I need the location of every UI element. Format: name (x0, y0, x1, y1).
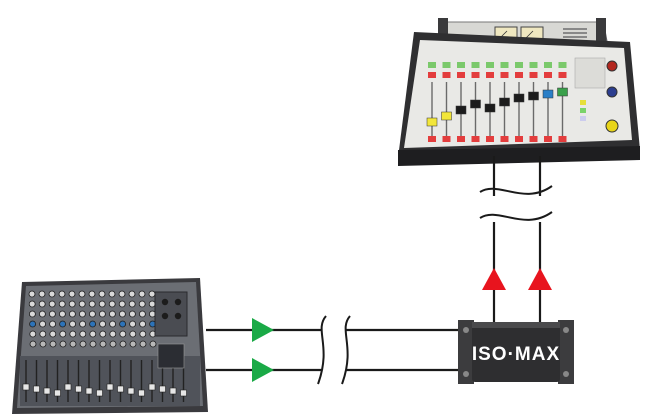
console-master-section (574, 57, 619, 133)
input-arrows (252, 318, 274, 382)
iso-max-isolator: ISO·MAX (458, 320, 574, 384)
red-arrow-up-2 (528, 268, 552, 290)
output-arrows (482, 268, 552, 290)
analog-mixing-console (12, 278, 208, 414)
mixer-io-panel (154, 291, 188, 337)
console-channel-strip (528, 62, 539, 142)
console-channel-strip (426, 62, 438, 142)
red-arrow-up-1 (482, 268, 506, 290)
iso-max-label: ISO·MAX (472, 344, 560, 365)
green-arrow-right-1 (252, 318, 274, 342)
broadcast-console (398, 18, 640, 166)
console-knob-yellow (605, 119, 619, 133)
green-arrow-right-2 (252, 358, 274, 382)
console-channel-strip (513, 62, 525, 142)
console-channel-strip (557, 62, 568, 142)
console-channel-strip (499, 62, 510, 142)
console-channel-strips (426, 62, 568, 142)
console-knob-blue (606, 86, 618, 98)
console-channel-strip (455, 62, 467, 142)
console-channel-strip (484, 62, 496, 142)
console-knob-red (606, 60, 618, 72)
horizontal-cable-break (317, 315, 351, 385)
mixer-knob-grid (28, 290, 157, 348)
vertical-cable-break (479, 185, 553, 221)
console-channel-strip (470, 62, 481, 142)
iso-max-housing (472, 322, 560, 382)
console-channel-strip (542, 62, 554, 142)
console-channel-strip (441, 62, 452, 142)
